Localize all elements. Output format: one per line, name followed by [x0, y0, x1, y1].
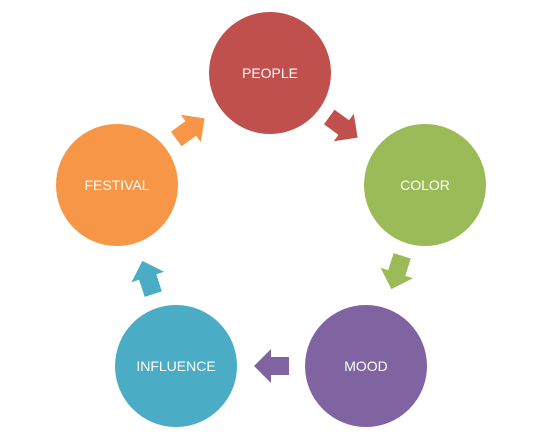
arrow-mood-to-influence: [254, 349, 289, 383]
arrow-influence-to-festival: [131, 260, 164, 297]
node-festival-circle: [56, 124, 178, 246]
arrow-festival-to-people: [171, 114, 205, 147]
node-people: PEOPLE: [209, 12, 331, 134]
node-festival: FESTIVAL: [56, 124, 178, 246]
node-mood-label: MOOD: [344, 358, 388, 374]
arrow-color-to-mood: [380, 253, 413, 290]
node-color-label: COLOR: [400, 177, 450, 193]
node-influence-circle: [115, 305, 237, 427]
node-mood: MOOD: [305, 305, 427, 427]
node-people-circle: [209, 12, 331, 134]
node-color: COLOR: [364, 124, 486, 246]
node-influence-label: INFLUENCE: [136, 358, 215, 374]
node-people-label: PEOPLE: [242, 65, 298, 81]
node-color-circle: [364, 124, 486, 246]
node-influence: INFLUENCE: [115, 305, 237, 427]
node-mood-circle: [305, 305, 427, 427]
arrow-people-to-color: [324, 109, 358, 142]
node-festival-label: FESTIVAL: [84, 177, 149, 193]
